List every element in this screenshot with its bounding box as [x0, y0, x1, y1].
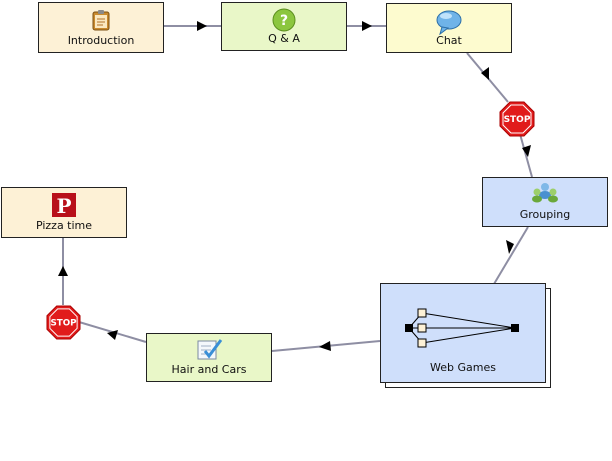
- node-label: Web Games: [430, 361, 496, 374]
- arrowhead: [319, 341, 331, 351]
- node-label: Hair and Cars: [171, 363, 247, 376]
- arrowhead: [107, 330, 118, 340]
- stop-label: STOP: [50, 318, 77, 328]
- node-hair-and-cars[interactable]: Hair and Cars: [146, 333, 272, 382]
- node-label: Q & A: [268, 32, 300, 45]
- question-bubble-icon: ?: [272, 8, 296, 32]
- arrowhead: [481, 67, 489, 80]
- node-pizza-time[interactable]: P Pizza time: [1, 187, 127, 238]
- stop-label: STOP: [504, 115, 531, 125]
- arrowhead: [522, 145, 531, 157]
- stop-sign-icon: STOP: [499, 101, 535, 137]
- speech-bubble-icon: [436, 10, 462, 35]
- node-introduction[interactable]: Introduction: [38, 2, 164, 53]
- node-web-games[interactable]: Web Games: [380, 283, 546, 383]
- node-label: Grouping: [519, 208, 571, 221]
- node-label: Pizza time: [35, 219, 93, 232]
- node-label: Chat: [436, 34, 462, 47]
- arrowhead: [197, 21, 207, 31]
- clipboard-icon: [92, 10, 110, 31]
- checklist-icon: [197, 339, 223, 360]
- arrowhead: [58, 266, 68, 276]
- network-graph-icon: [405, 308, 519, 348]
- svg-text:?: ?: [280, 13, 288, 29]
- people-group-icon: [532, 183, 558, 203]
- node-grouping[interactable]: Grouping: [482, 177, 608, 227]
- stop-sign-icon: STOP: [46, 305, 81, 340]
- svg-text:P: P: [56, 194, 71, 217]
- node-q-and-a[interactable]: ? Q & A: [221, 2, 347, 51]
- node-chat[interactable]: Chat: [386, 3, 512, 53]
- letter-p-icon: P: [52, 193, 76, 217]
- arrowhead: [362, 21, 372, 31]
- connector-stop1-grouping: [519, 133, 533, 178]
- node-label: Introduction: [67, 34, 135, 47]
- connector-grouping-webgames: [493, 226, 529, 285]
- arrowhead: [506, 240, 514, 254]
